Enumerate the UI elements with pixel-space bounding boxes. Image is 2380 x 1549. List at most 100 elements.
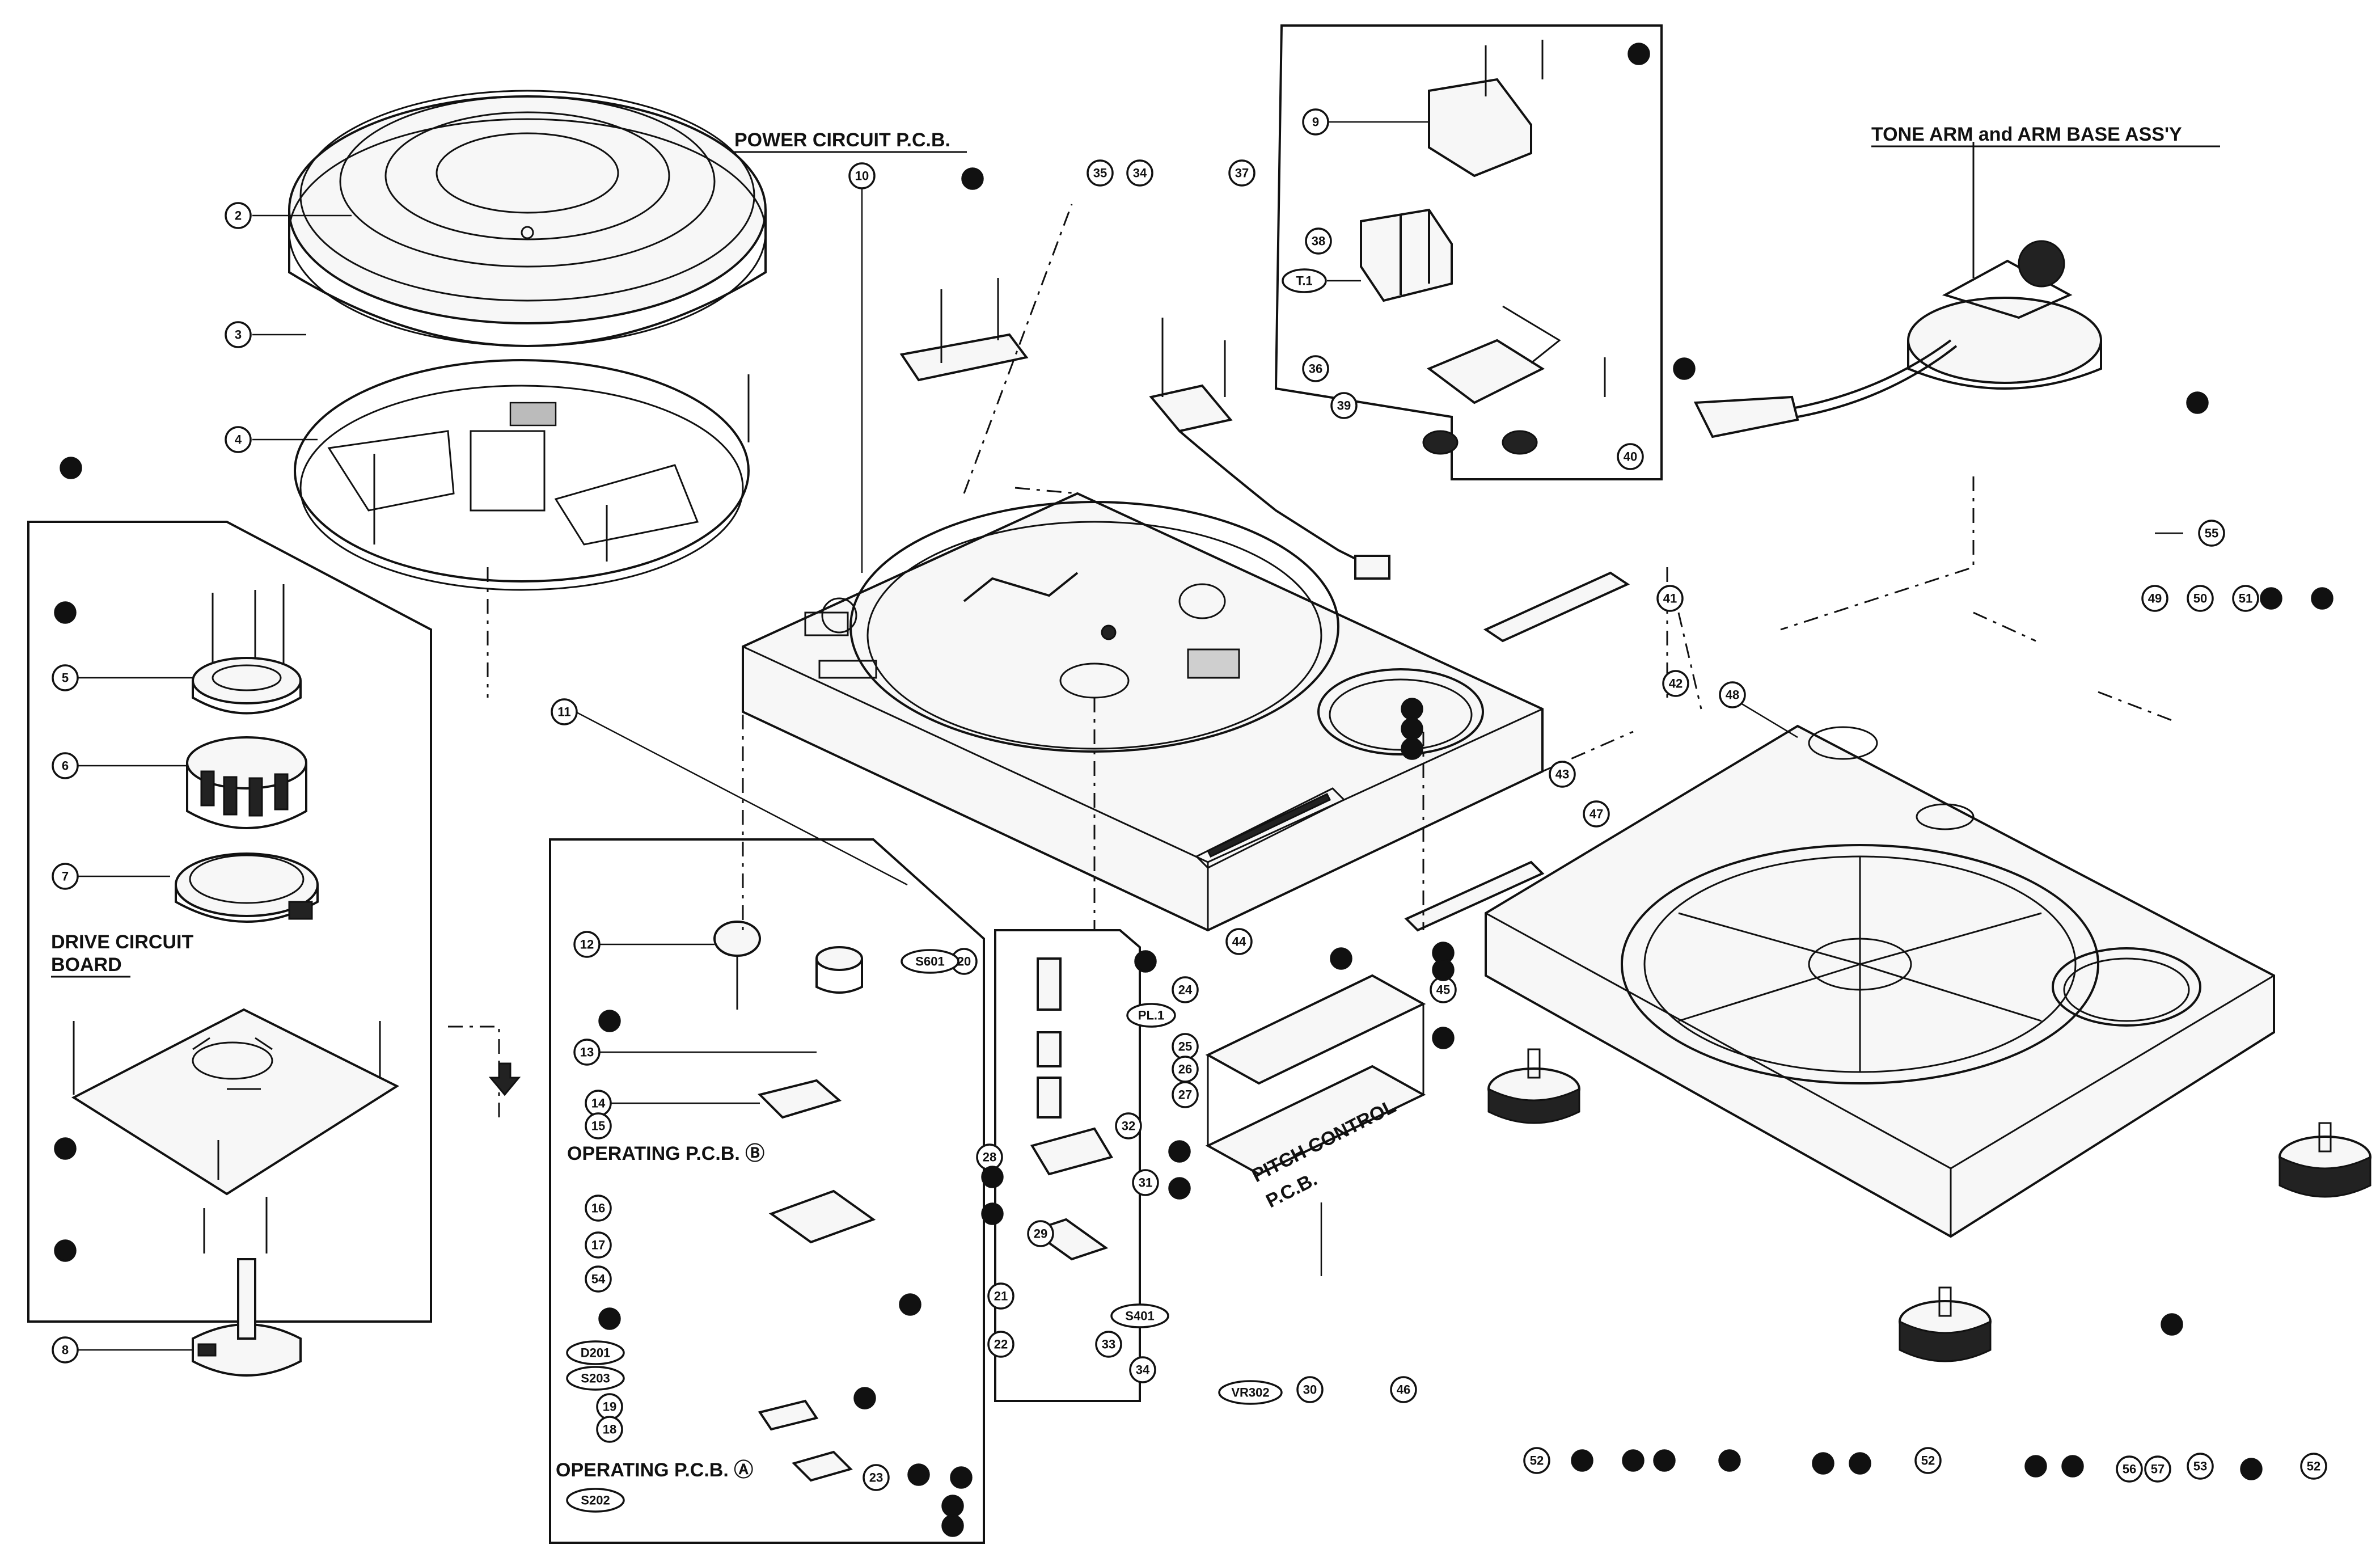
callout-3: 3 [225,321,252,348]
marker-38 [2061,1455,2084,1478]
exploded-lines [448,204,2172,1117]
callout-55: 55 [2198,520,2225,547]
callout-48: 48 [1719,681,1746,708]
callout-23: 23 [863,1464,890,1491]
svg-text:45: 45 [1436,983,1450,997]
callout-25: 25 [1172,1033,1199,1060]
callout-34: 34 [1129,1356,1156,1383]
title-power-circuit-pcb: POWER CIRCUIT P.C.B. [734,129,950,151]
callout-36: 36 [1302,355,1329,382]
down-arrow-icon [488,1062,521,1096]
svg-text:22: 22 [994,1337,1008,1352]
svg-text:54: 54 [591,1272,606,1286]
svg-text:31: 31 [1139,1176,1152,1190]
svg-text:40: 40 [1624,450,1637,464]
callout-52b: 52 [1914,1447,1942,1474]
callout-50: 50 [2187,585,2214,612]
callout-17: 17 [585,1231,612,1259]
callout-41: 41 [1656,585,1684,612]
pitch-slider-43 [1404,860,1545,932]
marker-10 [598,1307,621,1330]
title-drive-circuit-line2: BOARD [51,954,122,976]
svg-text:14: 14 [591,1096,606,1111]
svg-text:56: 56 [2123,1462,2136,1476]
marker-25 [1432,1027,1455,1049]
callout-10: 10 [848,162,876,189]
callout-57: 57 [2144,1455,2171,1483]
callout-33: 33 [1095,1331,1122,1358]
svg-text:24: 24 [1178,983,1193,997]
callout-19: 19 [596,1393,623,1420]
callout-s401: S401 [1110,1303,1169,1328]
callout-34b: 34 [1126,159,1153,187]
svg-text:8: 8 [62,1343,69,1357]
marker-18 [981,1166,1004,1188]
svg-text:48: 48 [1726,688,1739,702]
callout-13: 13 [573,1039,601,1066]
marker-32 [1622,1449,1645,1472]
callout-31: 31 [1132,1169,1159,1196]
marker-27 [1401,717,1423,740]
callout-53: 53 [2187,1453,2214,1480]
svg-text:36: 36 [1309,362,1322,376]
callout-6: 6 [52,752,79,779]
callout-29: 29 [1027,1220,1054,1247]
marker-37 [2024,1455,2047,1478]
callout-42: 42 [1662,670,1689,697]
marker-4 [2186,391,2209,414]
callout-52a: 52 [1523,1447,1550,1474]
svg-text:52: 52 [1921,1454,1935,1468]
marker-2 [1627,43,1650,65]
callout-54: 54 [585,1265,612,1293]
marker-28 [1401,737,1423,760]
marker-30 [2260,587,2282,610]
svg-text:47: 47 [1590,807,1603,821]
pitch-control-pcb [1205,974,1426,1176]
svg-text:39: 39 [1337,399,1351,413]
title-operating-pcb-a: OPERATING P.C.B. Ⓐ [556,1459,753,1481]
marker-13 [941,1495,964,1517]
callout-39: 39 [1330,392,1358,419]
svg-text:28: 28 [983,1150,996,1164]
svg-text:52: 52 [1530,1454,1544,1468]
marker-3 [1673,357,1696,380]
platter-assembly [288,90,767,591]
bottom-chassis [1485,724,2275,1238]
callout-40: 40 [1617,443,1644,470]
marker-31 [1571,1449,1593,1472]
svg-text:5: 5 [62,671,69,685]
callout-52c: 52 [2300,1453,2327,1480]
svg-text:10: 10 [855,169,869,183]
callout-12: 12 [573,931,601,958]
svg-text:43: 43 [1555,767,1569,782]
svg-text:55: 55 [2205,526,2218,541]
svg-text:S202: S202 [581,1493,610,1508]
callout-s601: S601 [901,949,959,974]
callout-32: 32 [1115,1112,1142,1139]
marker-20 [1168,1177,1191,1200]
callout-s202: S202 [566,1488,625,1513]
svg-text:17: 17 [591,1238,605,1252]
slide-rail [1483,571,1630,643]
svg-text:3: 3 [235,328,242,342]
svg-text:2: 2 [235,209,242,223]
callout-11: 11 [551,698,578,725]
marker-26 [1401,698,1423,720]
svg-text:VR302: VR302 [1231,1386,1269,1400]
callout-8: 8 [52,1336,79,1364]
callout-27: 27 [1172,1081,1199,1108]
callout-s203: S203 [566,1366,625,1391]
svg-text:7: 7 [62,870,69,884]
svg-text:S401: S401 [1125,1309,1154,1323]
callout-2: 2 [225,202,252,229]
marker-19 [981,1202,1004,1225]
svg-text:T.1: T.1 [1296,274,1312,288]
callout-38: 38 [1305,227,1332,255]
callout-37: 37 [1228,159,1255,187]
callout-4: 4 [225,426,252,453]
marker-39 [2161,1313,2183,1336]
callout-51: 51 [2232,585,2259,612]
callout-9: 9 [1302,108,1329,136]
marker-33 [1653,1449,1676,1472]
svg-text:52: 52 [2307,1459,2320,1474]
